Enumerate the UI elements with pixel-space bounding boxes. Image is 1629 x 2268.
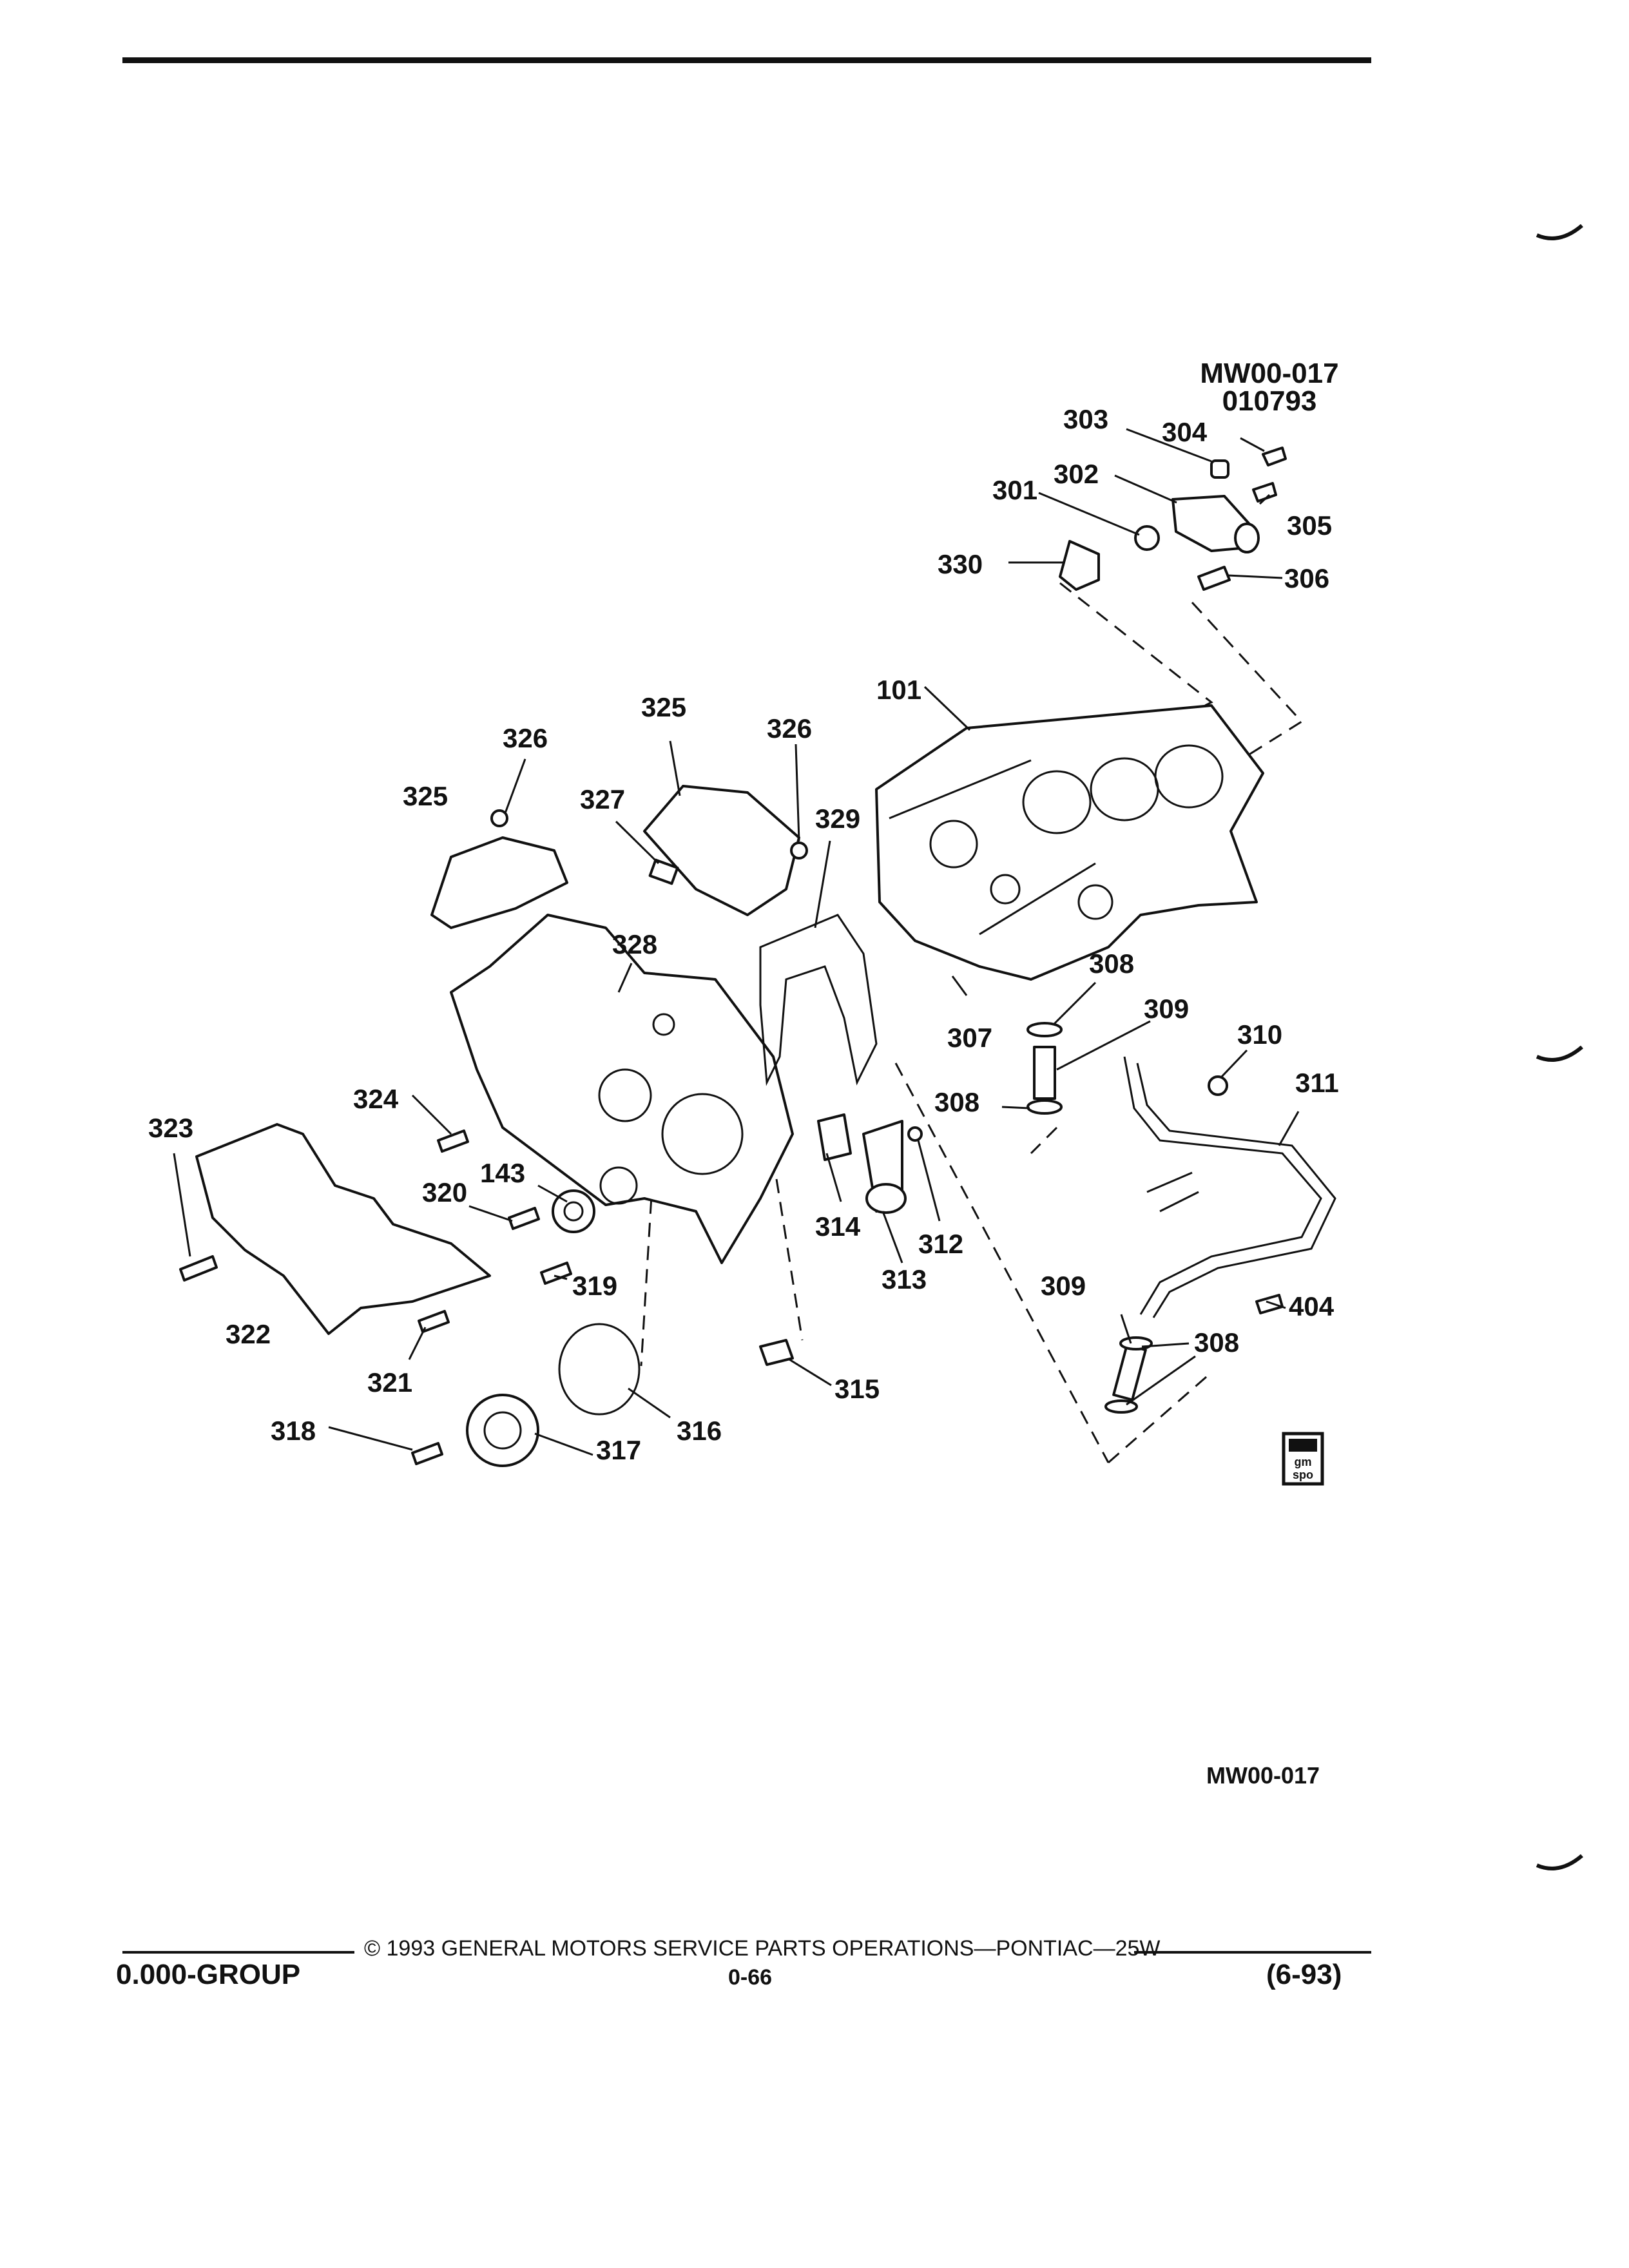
callout-101: 101	[876, 675, 921, 705]
coolant-hoses	[951, 975, 1336, 1414]
callout-310: 310	[1237, 1019, 1282, 1050]
engine-block	[875, 704, 1264, 981]
water-outlet-assembly	[1059, 447, 1287, 591]
callout-311: 311	[1295, 1068, 1339, 1098]
callout-322: 322	[226, 1319, 271, 1349]
footer-date: (6-93)	[1266, 1959, 1342, 1990]
front-cover-gasket	[759, 914, 878, 1086]
callout-314: 314	[815, 1211, 861, 1242]
callout-307: 307	[947, 1023, 992, 1053]
logo-text-gm: gm	[1295, 1456, 1312, 1468]
callout-306: 306	[1284, 563, 1329, 593]
callout-309-top: 309	[1144, 994, 1189, 1024]
footer-rule-right	[1134, 1951, 1371, 1954]
callout-328: 328	[612, 929, 657, 959]
callout-404: 404	[1289, 1291, 1335, 1321]
footer-group: 0.000-GROUP	[116, 1959, 301, 1990]
callout-143: 143	[480, 1158, 525, 1188]
callout-316: 316	[677, 1416, 722, 1446]
callout-324: 324	[353, 1084, 399, 1114]
callout-318: 318	[271, 1416, 316, 1446]
callout-326-right: 326	[767, 713, 812, 744]
timing-cover	[195, 1123, 491, 1335]
footer-page: 0-66	[728, 1965, 773, 1990]
date-code: 010793	[1222, 385, 1317, 417]
callout-325-right: 325	[641, 692, 686, 722]
header-rule	[122, 57, 1371, 63]
callout-317: 317	[596, 1435, 641, 1465]
footer-copyright: © 1993 GENERAL MOTORS SERVICE PARTS OPER…	[364, 1936, 1161, 1961]
callout-323: 323	[148, 1113, 193, 1143]
callout-labels: 303 304 302 301 305 330 306 101 325 326 …	[148, 404, 1339, 1465]
callout-320: 320	[422, 1177, 467, 1207]
callout-308-bottom: 308	[1194, 1327, 1239, 1358]
callout-312: 312	[918, 1229, 963, 1259]
logo-text-spo: spo	[1293, 1468, 1313, 1481]
callout-313: 313	[882, 1264, 927, 1294]
callout-327: 327	[580, 784, 625, 814]
callout-326-left: 326	[503, 723, 548, 753]
water-pump	[466, 1189, 794, 1467]
callout-329: 329	[815, 803, 860, 834]
thermostat-housing	[817, 1113, 923, 1214]
callout-325-left: 325	[403, 781, 448, 811]
callout-321: 321	[367, 1367, 412, 1398]
callout-304: 304	[1162, 417, 1208, 447]
callout-301: 301	[992, 475, 1037, 505]
callout-315: 315	[834, 1374, 880, 1404]
callout-303: 303	[1063, 404, 1108, 434]
callout-319: 319	[572, 1271, 617, 1301]
valve-covers	[430, 785, 808, 929]
gm-spo-logo: gm spo	[1282, 1432, 1324, 1486]
diagram-code: MW00-017	[1200, 358, 1339, 389]
footer-rule-left	[122, 1951, 354, 1954]
front-cover	[450, 914, 794, 1264]
callout-305: 305	[1287, 510, 1332, 541]
callout-309-bottom: 309	[1041, 1271, 1086, 1301]
binding-marks	[1536, 224, 1583, 1870]
callout-302: 302	[1054, 459, 1099, 489]
callout-308-top: 308	[1089, 948, 1134, 979]
leader-lines	[173, 428, 1300, 1456]
bottom-diagram-code: MW00-017	[1206, 1762, 1320, 1789]
callout-308-mid: 308	[934, 1087, 979, 1117]
callout-330: 330	[938, 549, 983, 579]
